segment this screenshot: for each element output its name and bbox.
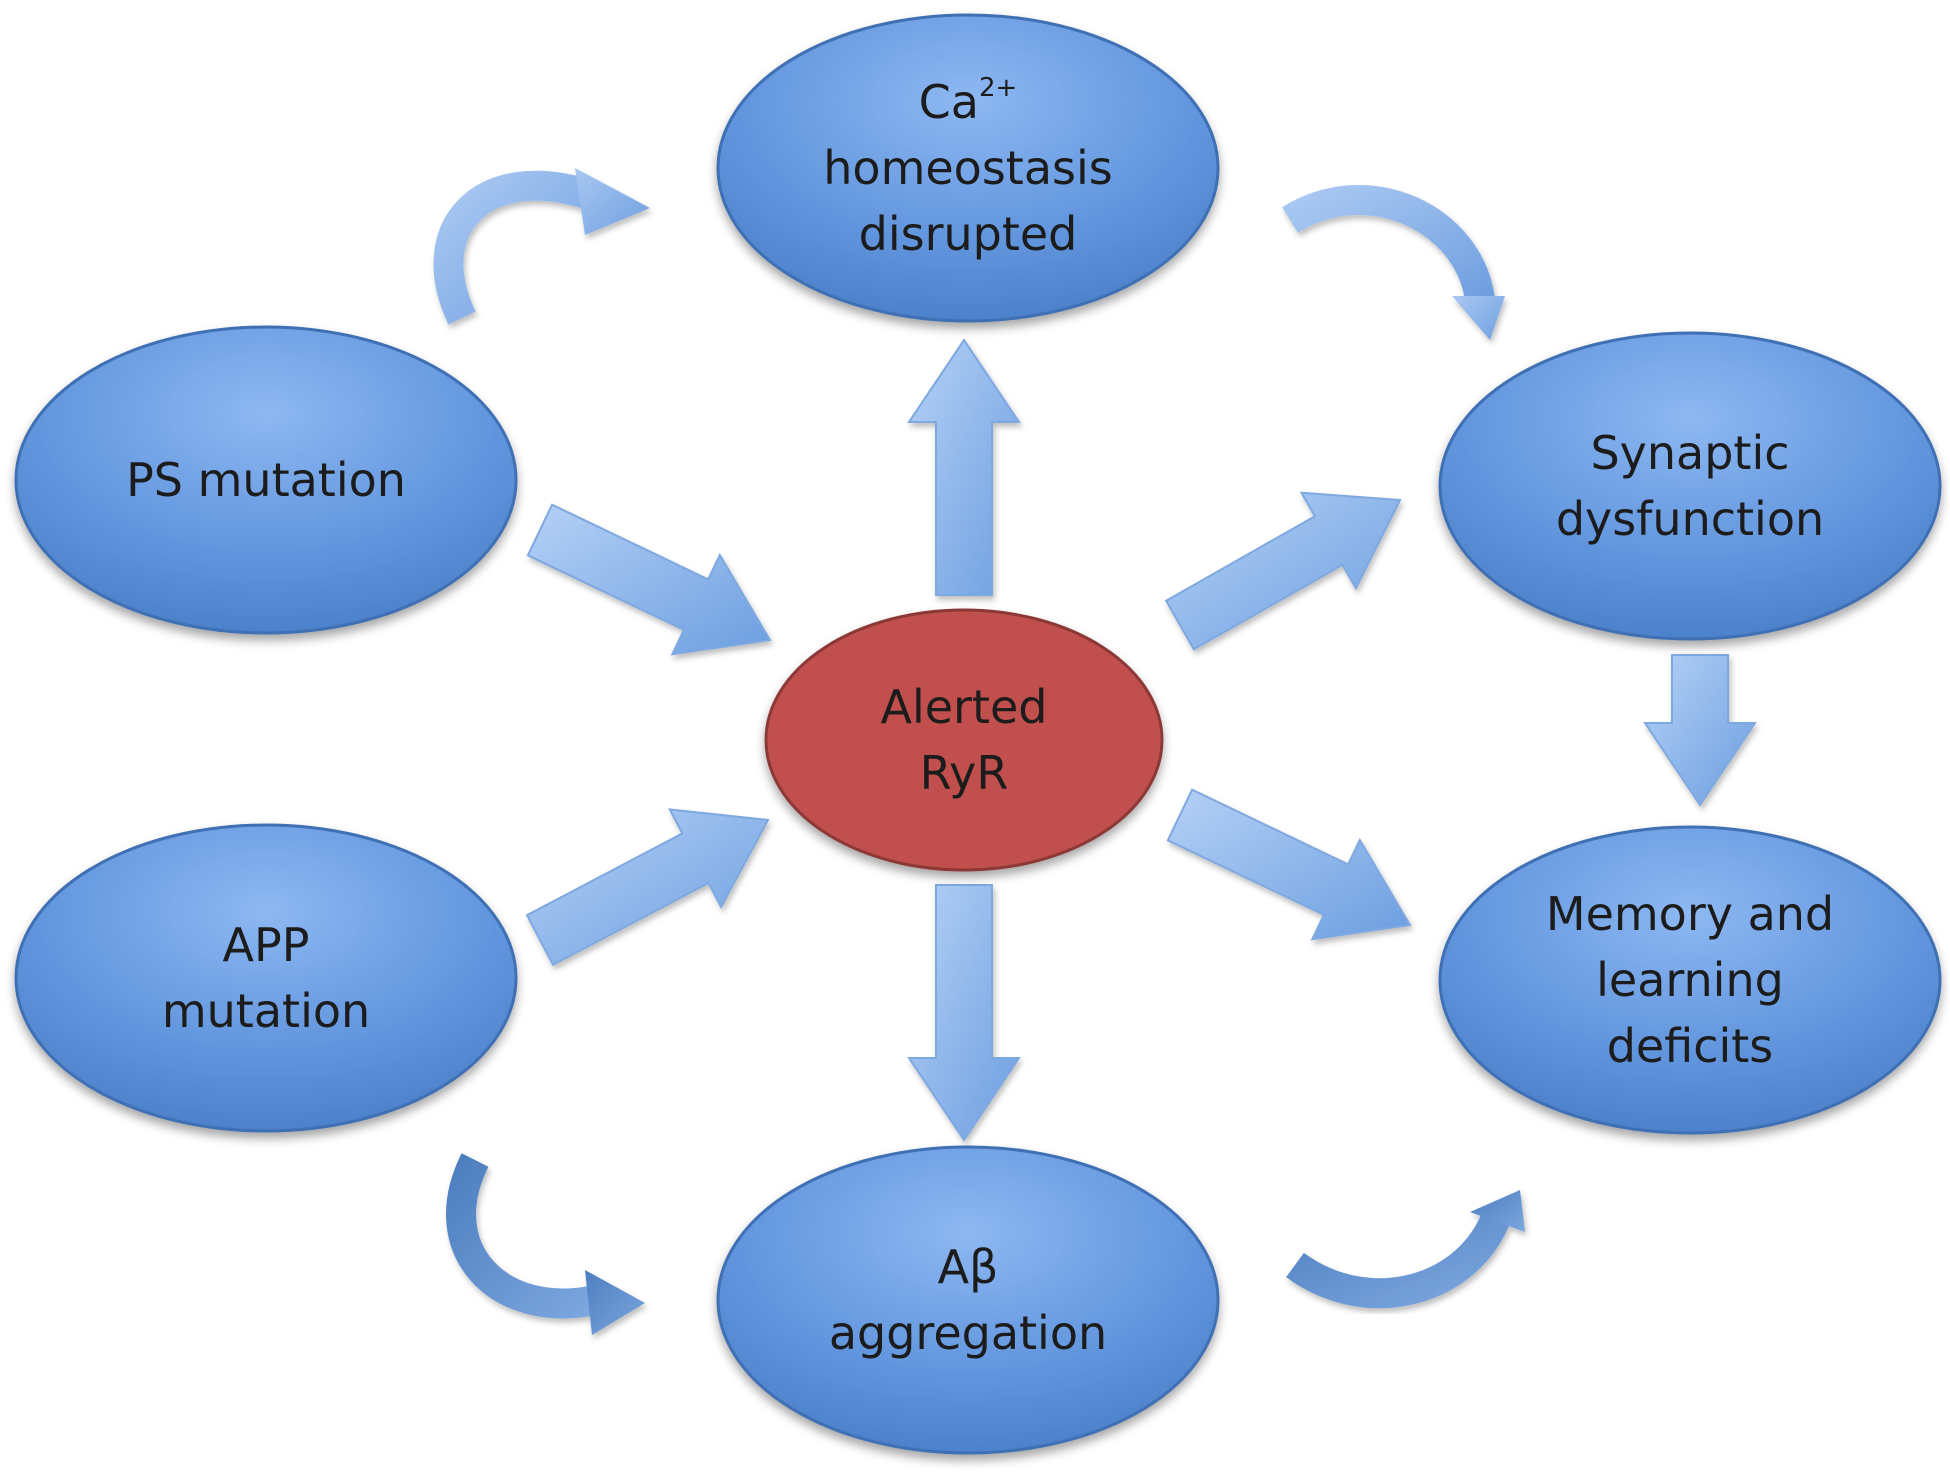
arrow-ryr-to-ca xyxy=(907,338,1021,596)
node-app-mutation-shape xyxy=(14,823,518,1133)
arrow-ryr-to-memory xyxy=(1166,788,1412,941)
node-alerted-ryr-shape xyxy=(764,608,1164,872)
arrow-ryr-to-abeta xyxy=(907,884,1021,1142)
curved-arrow-ca-to-synaptic xyxy=(1282,185,1505,340)
node-synaptic-dysfunction-shape xyxy=(1438,331,1942,641)
node-ps-mutation-shape xyxy=(14,325,518,635)
node-abeta-aggregation-shape xyxy=(716,1145,1220,1455)
curved-arrow-ps-to-ca xyxy=(433,168,650,325)
curved-arrow-app-to-abeta xyxy=(446,1153,645,1335)
node-memory-learning-shape xyxy=(1438,825,1942,1135)
arrow-ryr-to-synaptic xyxy=(1164,491,1402,651)
arrow-app-to-ryr xyxy=(525,808,770,967)
node-ca-homeostasis-shape xyxy=(716,13,1220,323)
arrow-synaptic-to-memory xyxy=(1643,654,1757,807)
curved-arrow-abeta-to-memory xyxy=(1286,1190,1525,1309)
arrow-ps-to-ryr xyxy=(526,503,772,656)
